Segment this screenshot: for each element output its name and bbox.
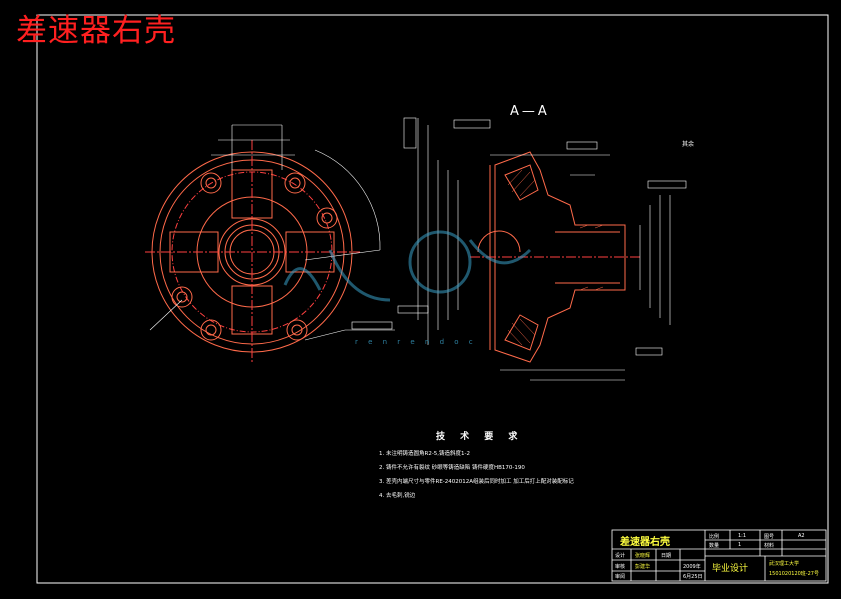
scale-label: 比例 [709,534,720,540]
qty-label: 数量 [709,543,720,549]
title-block-part-name: 差速器右壳 [620,537,670,548]
spherical-seat [477,230,521,253]
requirements-heading: 技 术 要 求 [436,432,524,442]
class-code: 1501020120班-27号 [769,571,819,577]
bolt-holes [171,172,338,341]
drawing-no-label: 图号 [764,534,775,540]
section-hatch-bottom [504,314,539,351]
scale-value: 1:1 [738,533,747,539]
approve-label: 审阅 [615,574,626,580]
date-year: 2009年 [683,564,701,570]
watermark-logo [283,230,532,302]
title-block-frame [611,529,827,582]
designer-name: 张晓辉 [635,553,651,559]
designer-label: 设计 [615,553,626,559]
material-label: 材料 [764,543,775,549]
section-outline [494,151,626,363]
project-type: 毕业设计 [712,564,749,574]
watermark-text: r e n r e n d o c [355,338,477,346]
requirement-item: 3. 差壳内端尺寸与零件RE-2402012A组装后同时加工 加工后打上配对装配… [379,479,574,485]
drawing-no-value: A2 [798,533,805,539]
section-label: A—A [510,104,550,119]
checker-label: 审核 [615,564,626,570]
section-hatching [507,169,604,346]
section-hatch-top [504,164,539,201]
section-view [470,151,640,363]
drawing-title: 差速器右壳 [16,13,176,49]
tolerance-frames [351,117,687,356]
date-day: 6月25日 [683,574,703,580]
requirement-item: 2. 铸件不允许有裂纹 砂眼等铸造缺陷 铸件硬度HB170-190 [379,465,525,471]
sheet-border [36,14,829,584]
requirement-item: 1. 未注明铸造圆角R2-5,铸造斜度1-2 [379,451,471,457]
qty-value: 1 [738,542,742,548]
date-label: 日期 [661,553,672,559]
front-view [145,140,360,362]
front-view-dimensions [149,124,395,341]
requirement-item: 4. 去毛刺,锐边 [379,493,416,499]
checker-name: 彭建华 [635,564,651,570]
school-name: 武汉理工大学 [769,561,800,567]
roughness-note: 其余 [682,141,695,148]
